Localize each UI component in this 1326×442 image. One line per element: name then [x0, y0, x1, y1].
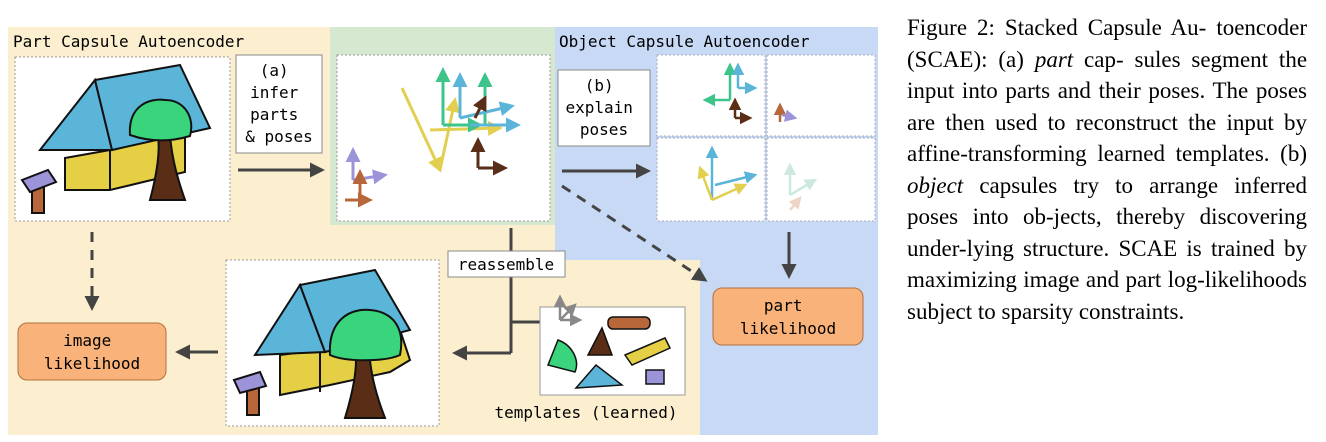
- part-likelihood-label: part likelihood: [740, 296, 836, 338]
- input-image-panel: [14, 56, 231, 222]
- part-capsule-title: Part Capsule Autoencoder: [13, 32, 245, 51]
- image-likelihood-label: image likelihood: [44, 331, 140, 373]
- figure-caption: Figure 2: Stacked Capsule Au- toencoder …: [907, 15, 1308, 324]
- template-tree-top: [546, 339, 578, 373]
- reassemble-connectors: [452, 228, 540, 361]
- object-capsule-2: [766, 54, 876, 137]
- infer-parts-box: [235, 54, 323, 154]
- reassemble-label: reassemble: [458, 255, 554, 274]
- reassemble-box: [447, 250, 566, 278]
- templates-panel: [539, 294, 686, 396]
- template-handle: [607, 316, 651, 330]
- templates-label: templates (learned): [494, 403, 677, 422]
- object-capsule-4: [766, 137, 876, 222]
- poses-panel: [336, 54, 551, 222]
- hammer-head: [20, 168, 58, 194]
- recon-tree-top: [328, 308, 403, 362]
- part-likelihood-box: [712, 287, 864, 346]
- template-roof: [574, 363, 625, 389]
- reconstruction-panel: [225, 259, 440, 427]
- object-capsule-1: [656, 54, 766, 137]
- explain-poses-box: [557, 69, 651, 147]
- recon-hammer-head: [232, 370, 268, 395]
- template-trunk: [586, 326, 614, 356]
- caption-abbr: SCAE: [914, 46, 974, 72]
- template-wall: [623, 337, 672, 366]
- caption-label: Figure 2:: [907, 15, 995, 40]
- scae-diagram: Part Capsule Autoencoder Object Capsule …: [8, 27, 878, 435]
- object-capsule-title: Object Capsule Autoencoder: [559, 32, 810, 51]
- image-likelihood-box: [17, 322, 167, 381]
- explain-poses-label: (b) explain poses: [565, 76, 642, 139]
- object-capsules-grid: [656, 54, 876, 222]
- template-hammer-head: [645, 369, 665, 385]
- infer-parts-label: (a) infer parts & poses: [245, 61, 312, 146]
- tree-top: [128, 98, 193, 142]
